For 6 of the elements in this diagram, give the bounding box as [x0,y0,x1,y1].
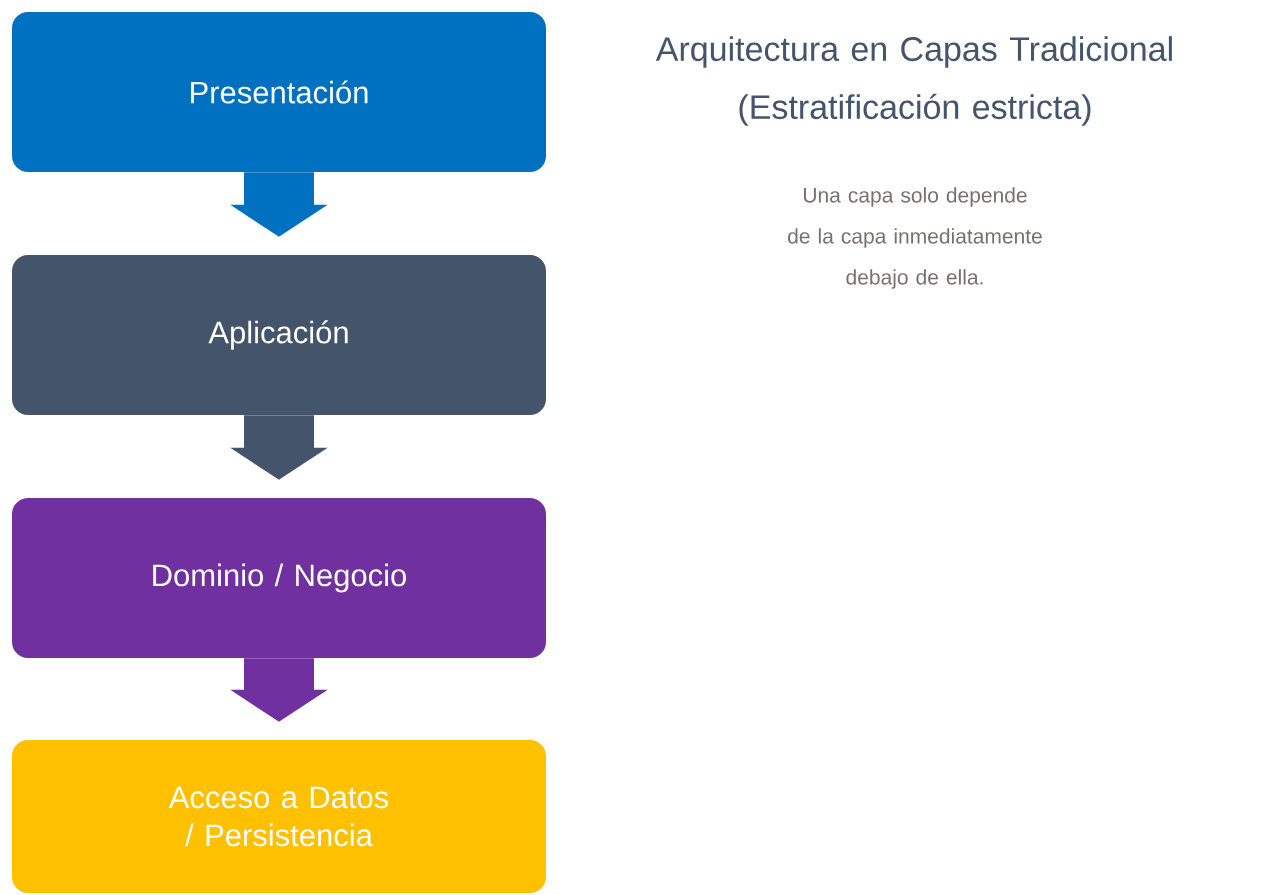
layer-box: Presentación [12,12,546,172]
description-text: Una capa solo depende de la capa inmediatamente debajo de ella. [788,187,1042,289]
layer-box: Aplicación [12,255,546,415]
layer-box: Acceso a Datos / Persistencia [12,740,546,893]
layer-box: Dominio / Negocio [12,498,546,658]
title: Arquitectura en Capas Tradicional (Estratificación estricta) [655,36,1172,126]
